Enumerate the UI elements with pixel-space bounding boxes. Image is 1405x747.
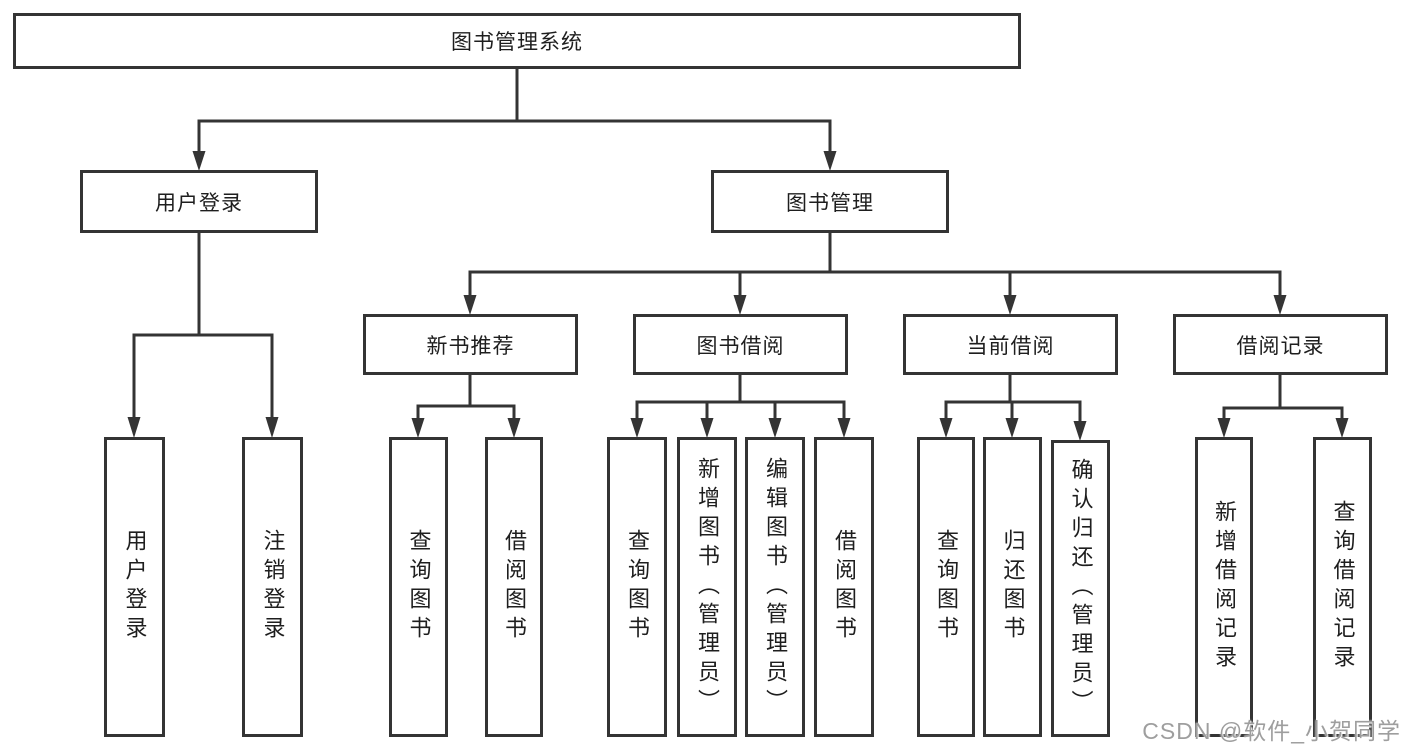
leaf-borrow-book-2: 借阅图书 <box>814 437 874 737</box>
leaf-query-book-1: 查询图书 <box>389 437 448 737</box>
node-book-borrow: 图书借阅 <box>633 314 848 375</box>
leaf-confirm-return-admin-label: 确认归还（管理员） <box>1068 458 1094 719</box>
arrowheads <box>127 151 1349 441</box>
node-current-borrow: 当前借阅 <box>903 314 1118 375</box>
leaf-edit-book-admin: 编辑图书（管理员） <box>745 437 805 737</box>
leaf-edit-book-admin-label: 编辑图书（管理员） <box>763 456 788 718</box>
node-new-book-recommend-label: 新书推荐 <box>426 334 515 358</box>
leaf-logout-label: 注销登录 <box>260 529 286 645</box>
leaf-query-book-3-label: 查询图书 <box>934 529 959 645</box>
node-user-login-label: 用户登录 <box>155 191 243 215</box>
leaf-add-borrow-record-label: 新增借阅记录 <box>1212 500 1237 674</box>
leaf-borrow-book-1: 借阅图书 <box>485 437 543 737</box>
leaf-query-book-2: 查询图书 <box>607 437 667 737</box>
leaf-query-borrow-record: 查询借阅记录 <box>1313 437 1372 737</box>
leaf-query-book-1-label: 查询图书 <box>406 529 432 645</box>
leaf-query-book-3: 查询图书 <box>917 437 975 737</box>
node-root-label: 图书管理系统 <box>451 31 583 54</box>
leaf-query-borrow-record-label: 查询借阅记录 <box>1330 500 1356 674</box>
leaf-borrow-book-1-label: 借阅图书 <box>502 529 527 645</box>
node-borrow-record-label: 借阅记录 <box>1236 334 1325 358</box>
leaf-user-login: 用户登录 <box>104 437 165 737</box>
leaf-user-login-label: 用户登录 <box>122 529 148 645</box>
leaf-return-book: 归还图书 <box>983 437 1042 737</box>
node-borrow-record: 借阅记录 <box>1173 314 1388 375</box>
node-current-borrow-label: 当前借阅 <box>966 334 1055 358</box>
leaf-confirm-return-admin: 确认归还（管理员） <box>1051 440 1110 737</box>
node-new-book-recommend: 新书推荐 <box>363 314 578 375</box>
leaf-add-borrow-record: 新增借阅记录 <box>1195 437 1253 737</box>
leaf-logout: 注销登录 <box>242 437 303 737</box>
node-book-management: 图书管理 <box>711 170 949 233</box>
leaf-add-book-admin: 新增图书（管理员） <box>677 437 737 737</box>
csdn-watermark: CSDN @软件_小贺同学 <box>1142 718 1401 744</box>
node-book-management-label: 图书管理 <box>786 191 874 215</box>
leaf-borrow-book-2-label: 借阅图书 <box>832 529 857 645</box>
leaf-query-book-2-label: 查询图书 <box>625 529 650 645</box>
leaf-return-book-label: 归还图书 <box>1000 529 1026 645</box>
node-user-login: 用户登录 <box>80 170 318 233</box>
leaf-add-book-admin-label: 新增图书（管理员） <box>695 456 720 718</box>
node-root: 图书管理系统 <box>13 13 1021 69</box>
node-book-borrow-label: 图书借阅 <box>696 334 785 358</box>
